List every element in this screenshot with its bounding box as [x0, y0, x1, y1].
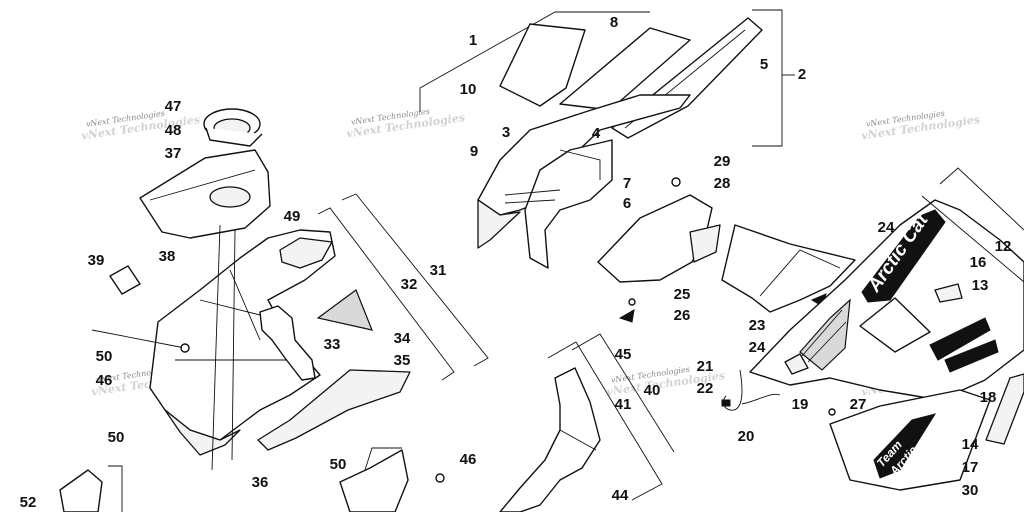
- callout-c31: 31: [430, 262, 447, 279]
- callout-c17: 17: [962, 459, 979, 476]
- callout-c1: 1: [469, 32, 477, 49]
- callout-c14: 14: [962, 436, 979, 453]
- callout-c6: 6: [623, 195, 631, 212]
- callout-c18: 18: [980, 389, 997, 406]
- callout-c8: 8: [610, 14, 618, 31]
- callout-c20: 20: [738, 428, 755, 445]
- callout-c30: 30: [962, 482, 979, 499]
- callout-c23: 23: [749, 317, 766, 334]
- callout-c3: 3: [502, 124, 510, 141]
- callout-c52: 52: [20, 494, 37, 511]
- callout-c37: 37: [165, 145, 182, 162]
- callout-c5: 5: [760, 56, 768, 73]
- callout-c48: 48: [165, 122, 182, 139]
- callout-c32: 32: [401, 276, 418, 293]
- callout-c24a: 24: [878, 219, 895, 236]
- callout-c46a: 46: [96, 372, 113, 389]
- right-side-panel-drawing: Arctic Cat Team Arctic: [721, 167, 1024, 491]
- callout-c34: 34: [394, 330, 411, 347]
- callout-c16: 16: [970, 254, 987, 271]
- callout-c49: 49: [284, 208, 301, 225]
- lower-center-assembly-drawing: [59, 333, 675, 512]
- callout-c10: 10: [460, 81, 477, 98]
- callout-c47: 47: [165, 98, 182, 115]
- callout-c25: 25: [674, 286, 691, 303]
- callout-c29: 29: [714, 153, 731, 170]
- callout-c35: 35: [394, 352, 411, 369]
- callout-c4: 4: [592, 125, 601, 142]
- hood-assembly-drawing: [419, 9, 795, 269]
- callout-c2: 2: [798, 66, 806, 83]
- callout-c28: 28: [714, 175, 731, 192]
- callout-c21: 21: [697, 358, 714, 375]
- callout-c26: 26: [674, 307, 691, 324]
- callout-c40: 40: [644, 382, 661, 399]
- callout-c22: 22: [697, 380, 714, 397]
- callout-c7: 7: [623, 175, 631, 192]
- callout-c50c: 50: [330, 456, 347, 473]
- callout-c36: 36: [252, 474, 269, 491]
- callout-c45: 45: [615, 346, 632, 363]
- callout-c9: 9: [470, 143, 478, 160]
- callout-c39: 39: [88, 252, 105, 269]
- side-panel-assembly-drawing: [597, 177, 856, 323]
- callout-c12: 12: [995, 238, 1012, 255]
- callout-c27: 27: [850, 396, 867, 413]
- callout-c38: 38: [159, 248, 176, 265]
- callout-c50a: 50: [96, 348, 113, 365]
- console-assembly-drawing: [91, 108, 489, 471]
- callout-c44: 44: [612, 487, 629, 504]
- callout-c33: 33: [324, 336, 341, 353]
- callout-c50b: 50: [108, 429, 125, 446]
- callout-c13: 13: [972, 277, 989, 294]
- callout-c24b: 24: [749, 339, 766, 356]
- callout-c46b: 46: [460, 451, 477, 468]
- callout-c19: 19: [792, 396, 809, 413]
- callout-c41: 41: [615, 396, 632, 413]
